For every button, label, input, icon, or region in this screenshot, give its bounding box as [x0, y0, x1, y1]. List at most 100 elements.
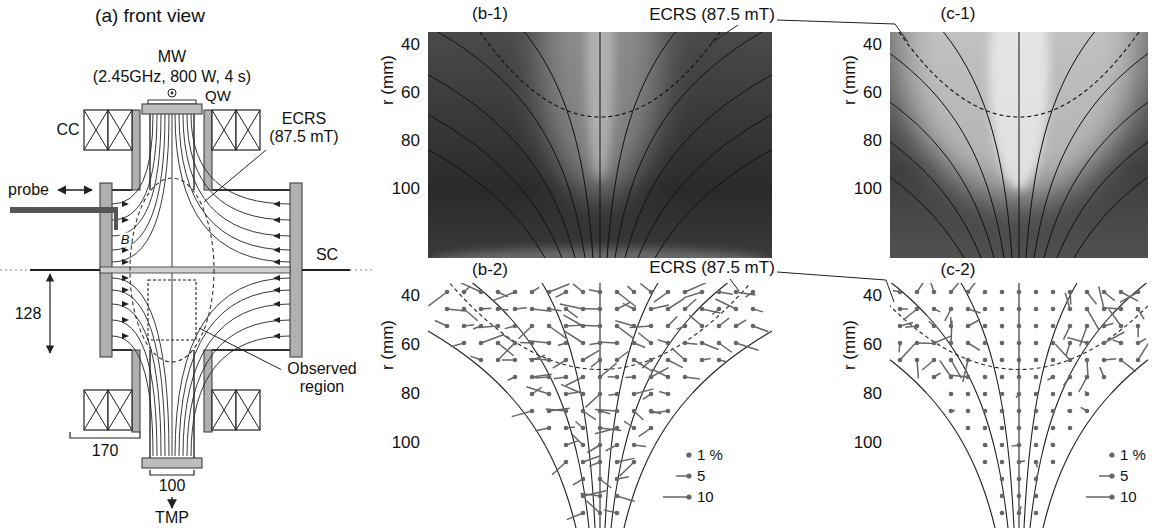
- flow-vector: [983, 290, 988, 295]
- flow-vector: [1017, 506, 1022, 515]
- field-arrowhead: [273, 301, 280, 307]
- vector-dot: [1051, 307, 1056, 312]
- field-line: [615, 32, 765, 258]
- flow-vector: [581, 491, 606, 499]
- vector-dot: [547, 358, 552, 363]
- vector-dot: [1034, 477, 1039, 482]
- flow-vector: [1085, 307, 1099, 330]
- flow-vector: [1085, 358, 1090, 377]
- vector-dot: [1000, 460, 1005, 465]
- vector-dot: [598, 392, 603, 397]
- vector-dot: [581, 392, 586, 397]
- flow-vector: [905, 324, 919, 329]
- ecrs-surface: [130, 178, 214, 362]
- vector-dot: [615, 307, 620, 312]
- flow-vector: [684, 290, 705, 298]
- vector-dot: [666, 409, 671, 414]
- plasma-image: [428, 32, 772, 258]
- flow-vector: [700, 307, 721, 313]
- flow-vector: [1055, 344, 1072, 362]
- vector-line: [586, 501, 600, 513]
- coil-cross: [212, 390, 236, 430]
- vector-line: [668, 298, 684, 309]
- flow-vector: [649, 368, 669, 380]
- vector-dot: [1000, 494, 1005, 499]
- annotation: ECRS (87.5 mT): [649, 5, 775, 25]
- vector-line: [715, 299, 736, 309]
- vector-dot: [1119, 341, 1124, 346]
- vector-dot: [1109, 473, 1114, 478]
- flow-vector: [1051, 460, 1056, 465]
- vector-dot: [751, 290, 756, 295]
- vector-dot: [564, 392, 569, 397]
- flow-vector: [479, 307, 492, 312]
- flow-vector: [1051, 290, 1056, 295]
- flow-vector: [581, 409, 596, 420]
- vector-dot: [649, 341, 654, 346]
- legend-label: 10: [697, 488, 714, 505]
- field-line: [428, 283, 576, 528]
- vector-dot: [581, 426, 586, 431]
- flow-vector: [505, 324, 518, 329]
- vector-line: [903, 309, 917, 320]
- field-line: [890, 32, 994, 258]
- tick-label: 80: [401, 131, 420, 151]
- vector-dot: [564, 324, 569, 329]
- field-arrowhead: [122, 333, 129, 339]
- vector-dot: [462, 307, 467, 312]
- field-arrowhead: [273, 217, 280, 223]
- flow-vector: [1017, 307, 1022, 312]
- flow-vector: [1034, 494, 1039, 499]
- flow-vector: [652, 369, 670, 379]
- flow-vector: [567, 511, 586, 520]
- sc-rod: [30, 269, 100, 271]
- flow-vector: [598, 477, 611, 488]
- field-arrowhead: [273, 201, 280, 207]
- vector-line: [672, 348, 685, 360]
- vector-dot: [932, 375, 937, 380]
- vector-dot: [564, 358, 569, 363]
- vector-dot: [513, 375, 518, 380]
- ecrs-curve: [450, 284, 750, 370]
- flow-vector: [1136, 324, 1141, 338]
- flow-vector: [677, 324, 688, 330]
- vector-dot: [932, 341, 937, 346]
- vector-dot: [666, 358, 671, 363]
- flow-vector: [585, 392, 602, 408]
- legend-label: 5: [697, 467, 705, 484]
- plasma-image: [890, 32, 1148, 258]
- coil-box: [84, 110, 108, 150]
- vector-dot: [1102, 358, 1107, 363]
- vector-line: [689, 315, 702, 326]
- vector-dot: [915, 324, 920, 329]
- flow-vector: [915, 341, 936, 346]
- flow-vector: [1000, 358, 1005, 363]
- vector-dot: [649, 290, 654, 295]
- coil-box: [108, 110, 132, 150]
- vector-line: [498, 344, 514, 360]
- vector-dot: [983, 358, 988, 363]
- vector-dot: [615, 358, 620, 363]
- tick-label: 80: [863, 384, 882, 404]
- vector-dot: [649, 375, 654, 380]
- flow-vector: [932, 307, 940, 312]
- flow-vector: [1034, 426, 1039, 431]
- vector-dot: [666, 341, 671, 346]
- vector-dot: [615, 324, 620, 329]
- vector-dot: [1085, 358, 1090, 363]
- leader-line: [204, 150, 266, 202]
- vector-dot: [1085, 375, 1090, 380]
- flow-vector: [547, 307, 562, 312]
- flow-vector: [1000, 324, 1005, 329]
- flow-vector: [1000, 290, 1005, 295]
- field-line: [1034, 32, 1148, 258]
- flow-vector: [1017, 341, 1022, 346]
- vector-dot: [1085, 324, 1090, 329]
- flow-vector: [615, 458, 635, 464]
- flow-vector: [1051, 443, 1056, 448]
- flow-vector: [1047, 375, 1055, 380]
- vector-dot: [1000, 511, 1005, 516]
- flow-vector: [573, 477, 585, 485]
- vector-dot: [632, 375, 637, 380]
- port-flange: [204, 350, 212, 432]
